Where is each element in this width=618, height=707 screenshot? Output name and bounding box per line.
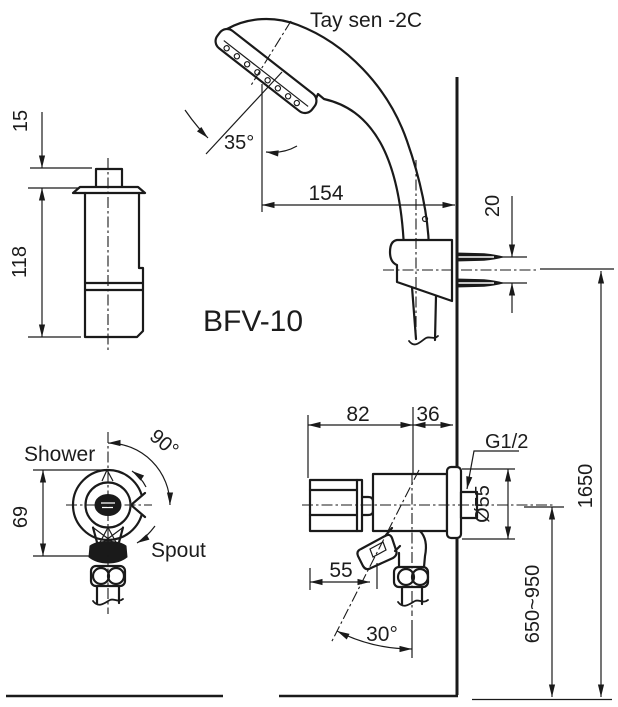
- dim-head-angle: 35°: [224, 132, 254, 154]
- wall-flange: [445, 465, 463, 540]
- label-spout: Spout: [151, 539, 206, 562]
- dim-valve-height: 69: [10, 506, 32, 528]
- shower-face-plate: [214, 27, 318, 115]
- valve-side-view: [308, 465, 479, 607]
- dim-mount-height: 1650: [575, 464, 597, 509]
- dim-handle-turn: 90°: [145, 425, 182, 461]
- arm-pivot-hole: [421, 215, 429, 223]
- dim-flange-diameter: Ø55: [472, 485, 494, 523]
- dim-lever-angle: 30°: [366, 623, 398, 646]
- dim-cartridge-height: 118: [9, 246, 31, 278]
- dimension-lines: [28, 71, 614, 697]
- dim-install-range: 650~950: [522, 565, 544, 643]
- valve-front-view: [71, 468, 147, 606]
- dim-head-offset: 154: [308, 182, 343, 205]
- dim-wall-inset: 36: [416, 403, 439, 426]
- center-lines: [66, 20, 553, 644]
- dim-cartridge-stem: 15: [10, 110, 32, 132]
- valve-body: [371, 472, 449, 533]
- dim-lever-offset: 55: [329, 559, 352, 582]
- label-thread-size: G1/2: [485, 431, 528, 453]
- label-shower: Shower: [24, 443, 95, 466]
- labels: Tay sen -2C BFV-10 15 118 154 35° 20 165…: [9, 9, 597, 646]
- wall-and-floor: [6, 77, 612, 701]
- dim-body-length: 82: [346, 403, 369, 426]
- hand-shower: [214, 17, 439, 346]
- cartridge-view: [71, 167, 147, 339]
- dim-screw-pitch: 20: [482, 195, 504, 217]
- label-model: BFV-10: [203, 305, 303, 338]
- label-product: Tay sen -2C: [310, 9, 422, 32]
